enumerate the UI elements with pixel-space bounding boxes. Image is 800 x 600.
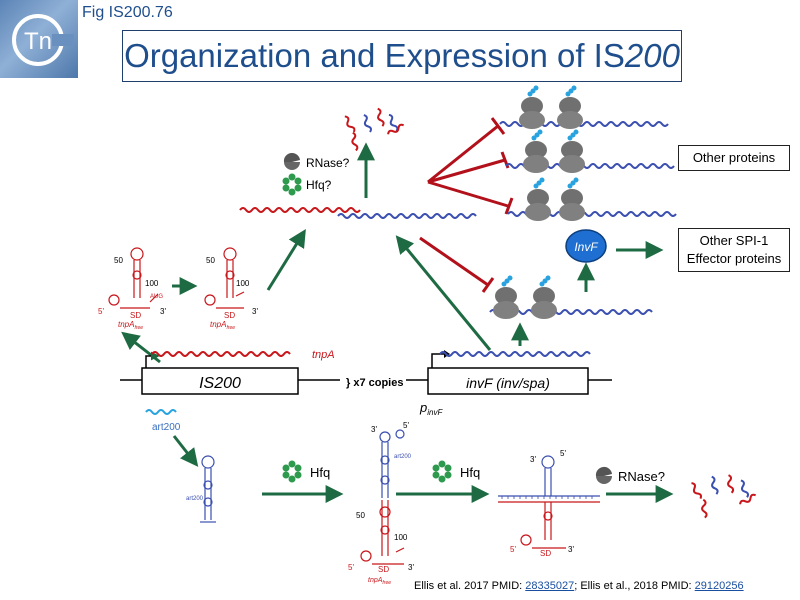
extended-3prime-b: 3' <box>568 545 574 554</box>
copies-label: } x7 copies <box>346 377 403 389</box>
hfq-icon-bottom-1 <box>282 460 302 483</box>
label-tnpafree-b: tnpAfree <box>210 320 235 331</box>
pinvf-label: pinvF <box>419 400 443 417</box>
extended-sd: SD <box>540 549 551 558</box>
is200-label: IS200 <box>199 375 241 392</box>
hfq-icon <box>282 173 302 196</box>
duplex-5prime: 5' <box>403 421 409 430</box>
ribosome-track-1 <box>499 85 669 129</box>
inhibition-lines <box>419 117 514 293</box>
duplex-art200: art200 <box>394 454 412 460</box>
hfq-icon-bottom-2 <box>432 460 452 483</box>
duplex-sd: SD <box>378 565 389 574</box>
rnase-question-label: RNase? <box>306 156 350 170</box>
duplex-100: 100 <box>394 533 408 542</box>
label-5prime-a: 5' <box>98 307 104 316</box>
art200-tnpA-duplex <box>360 429 405 565</box>
page-title-italic: 200 <box>624 37 680 74</box>
tnpA-transcript-central <box>239 207 361 213</box>
art200-hairpin <box>200 455 216 523</box>
hfq-question-label: Hfq? <box>306 178 332 192</box>
spi1-line-2: Effector proteins <box>686 251 782 266</box>
extended-5prime-b: 5' <box>510 545 516 554</box>
invf-protein <box>565 229 607 263</box>
label-3prime-b: 3' <box>252 307 258 316</box>
label-aug-a: AUG <box>150 294 163 300</box>
label-sd-a: SD <box>130 311 141 320</box>
art200-transcript <box>145 409 177 415</box>
arrow-art200-down <box>172 435 199 467</box>
tn-logo: Tn <box>0 0 78 78</box>
label-100-b: 100 <box>236 279 250 288</box>
is200-promoter <box>145 351 160 368</box>
is200-element <box>141 367 299 395</box>
degraded-rna-bottom <box>691 474 757 519</box>
other-proteins-box: Other proteins <box>678 145 790 171</box>
citation-text-2: ; Ellis et al., 2018 PMID: <box>574 580 695 592</box>
invF-transcript <box>439 351 591 357</box>
pmid-link-2[interactable]: 29120256 <box>694 580 744 592</box>
tn-logo-mark: Tn <box>12 14 74 66</box>
pmid-link-1[interactable]: 28335027 <box>525 580 575 592</box>
citation: Ellis et al. 2017 PMID: 28335027; Ellis … <box>414 580 744 592</box>
duplex-3prime-b: 3' <box>408 563 414 572</box>
duplex-50: 50 <box>356 511 365 520</box>
rnase-icon-bottom <box>595 466 612 484</box>
tnpA-label: tnpA <box>312 349 335 361</box>
art200-label: art200 <box>152 422 181 433</box>
invf-gene <box>427 367 589 395</box>
art200-small-label: art200 <box>186 496 204 502</box>
label-100-a: 100 <box>145 279 159 288</box>
spi1-effectors-box: Other SPI-1 Effector proteins <box>678 228 790 272</box>
tnpA-stemloop-1 <box>108 247 159 309</box>
invf-gene-label: invF (inv/spa) <box>466 375 550 391</box>
label-3prime-a: 3' <box>160 307 166 316</box>
title-box: Organization and Expression of IS200 <box>122 30 682 82</box>
degraded-rna-top <box>344 107 405 152</box>
invF-transcript-central <box>337 213 477 219</box>
extended-5prime: 5' <box>560 449 566 458</box>
other-proteins-label: Other proteins <box>692 150 776 165</box>
ribosome-track-3 <box>507 177 677 221</box>
arrow-stemloop-to-pairing <box>266 228 306 291</box>
ribosome-track-2 <box>505 129 675 173</box>
hfq-label-1: Hfq <box>310 465 330 480</box>
tnpA-transcript <box>151 351 291 357</box>
invf-promoter <box>431 353 444 368</box>
duplex-5prime-b: 5' <box>348 563 354 572</box>
page-title: Organization and Expression of IS <box>124 37 625 74</box>
figure-label: Fig IS200.76 <box>82 4 173 21</box>
extended-duplex <box>498 455 600 549</box>
label-tnpafree-a: tnpAfree <box>118 320 143 331</box>
ribosome-track-invf <box>489 275 653 319</box>
rnase-icon <box>283 152 300 170</box>
label-50-a: 50 <box>114 256 123 265</box>
tnpA-stemloop-2 <box>204 247 245 309</box>
hfq-label-2: Hfq <box>460 465 480 480</box>
duplex-tnpafree: tnpAfree <box>368 577 391 586</box>
arrow-invF-to-pairing <box>395 235 492 351</box>
invf-protein-label: InvF <box>574 240 598 254</box>
logo-text: Tn <box>24 28 52 55</box>
arrow-tnpA-to-stemloop <box>121 331 161 364</box>
citation-text-1: Ellis et al. 2017 PMID: <box>414 580 526 592</box>
duplex-3prime: 3' <box>371 425 377 434</box>
extended-3prime: 3' <box>530 455 536 464</box>
rnase-label-bottom: RNase? <box>618 469 665 484</box>
spi1-line-1: Other SPI-1 <box>699 233 769 248</box>
label-sd-b: SD <box>224 311 235 320</box>
label-50-b: 50 <box>206 256 215 265</box>
